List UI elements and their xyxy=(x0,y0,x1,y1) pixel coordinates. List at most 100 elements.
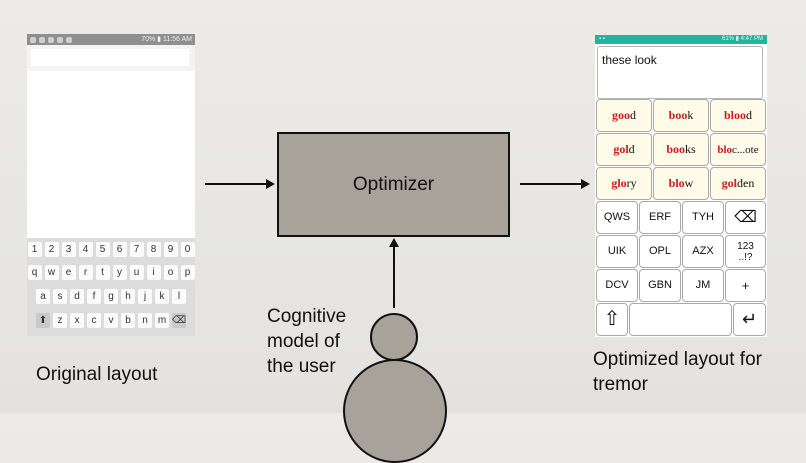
key-opl[interactable]: OPL xyxy=(639,235,681,268)
key[interactable]: i xyxy=(146,265,161,280)
user-head-icon xyxy=(370,313,418,361)
key[interactable]: n xyxy=(138,313,152,328)
key[interactable]: r xyxy=(78,265,93,280)
suggestion-prefix: blo xyxy=(668,176,685,190)
optimizer-box: Optimizer xyxy=(277,132,510,237)
output-arrow xyxy=(520,179,590,189)
key-gbn[interactable]: GBN xyxy=(639,269,681,302)
key[interactable]: k xyxy=(155,289,169,304)
keyboard-row-middle: a s d f g h j k l xyxy=(27,289,195,304)
user-model-line1: Cognitive xyxy=(267,306,347,327)
suggestion-rest: ks xyxy=(685,142,696,156)
key[interactable]: v xyxy=(104,313,118,328)
key[interactable]: 1 xyxy=(27,242,42,257)
plus-key[interactable]: + xyxy=(725,269,766,302)
key[interactable]: 2 xyxy=(44,242,59,257)
suggestion-prefix: boo xyxy=(668,108,688,122)
key[interactable]: 9 xyxy=(163,242,178,257)
notification-icons: ▪ ▪ xyxy=(599,36,605,42)
key[interactable]: 6 xyxy=(112,242,127,257)
user-body-icon xyxy=(343,359,447,463)
key-erf[interactable]: ERF xyxy=(639,201,681,234)
key[interactable]: 5 xyxy=(95,242,110,257)
key-jm[interactable]: JM xyxy=(682,269,724,302)
user-model-line3: the user xyxy=(267,356,336,377)
input-arrow xyxy=(205,179,275,189)
optimized-layout-label: Optimized layout for tremor xyxy=(593,349,762,395)
suggestion-prefix: glo xyxy=(611,176,627,190)
key[interactable]: g xyxy=(104,289,118,304)
key[interactable]: 0 xyxy=(180,242,195,257)
key[interactable]: z xyxy=(53,313,67,328)
key-uik[interactable]: UIK xyxy=(596,235,638,268)
user-model-line2: model of xyxy=(267,331,340,352)
key[interactable]: j xyxy=(138,289,152,304)
shift-icon[interactable]: ⇧ xyxy=(596,303,628,336)
key[interactable]: 4 xyxy=(78,242,93,257)
key[interactable]: q xyxy=(27,265,42,280)
text-input[interactable] xyxy=(31,49,189,66)
suggestion-prefix: bloo xyxy=(723,108,746,122)
key[interactable]: l xyxy=(172,289,186,304)
key[interactable]: e xyxy=(61,265,76,280)
suggestion-prefix: blo xyxy=(717,143,733,156)
key[interactable]: o xyxy=(163,265,178,280)
key[interactable]: m xyxy=(155,313,169,328)
keyboard-row-top: q w e r t y u i o p xyxy=(27,265,195,280)
status-time: 70% ▮ 11:56 AM xyxy=(141,36,192,43)
status-bar: ▪ ▪ 61% ▮ 4:47 PM xyxy=(595,35,767,44)
suggestion-prefix: boo xyxy=(666,142,685,156)
backspace-icon[interactable]: ⌫ xyxy=(725,201,766,234)
key[interactable]: 8 xyxy=(146,242,161,257)
key[interactable]: f xyxy=(87,289,101,304)
key[interactable]: w xyxy=(44,265,59,280)
key[interactable]: h xyxy=(121,289,135,304)
key[interactable]: x xyxy=(70,313,84,328)
status-time: 61% ▮ 4:47 PM xyxy=(722,36,763,42)
key-tyh[interactable]: TYH xyxy=(682,201,724,234)
keyboard-row-bottom: ⬆ z x c v b n m ⌫ xyxy=(27,313,195,328)
suggestion-rest: d xyxy=(746,108,752,122)
key[interactable]: p xyxy=(180,265,195,280)
suggestion-prefix: goo xyxy=(612,108,630,122)
key[interactable]: d xyxy=(70,289,84,304)
key[interactable]: b xyxy=(121,313,135,328)
key[interactable]: s xyxy=(53,289,67,304)
key[interactable]: 3 xyxy=(61,242,76,257)
numbers-symbols-key[interactable]: 123 ..!? xyxy=(725,235,766,268)
key-qws[interactable]: QWS xyxy=(596,201,638,234)
suggestion-rest: w xyxy=(684,176,694,190)
key[interactable]: 7 xyxy=(129,242,144,257)
typed-text-area[interactable]: these look xyxy=(597,46,763,99)
typed-text: these look xyxy=(602,53,657,67)
optimized-layout-caption: Optimized layout for tremor xyxy=(593,347,778,397)
suggestion-prefix: gol xyxy=(721,176,737,190)
status-bar: 70% ▮ 11:56 AM xyxy=(27,34,195,45)
key[interactable]: a xyxy=(36,289,50,304)
key[interactable]: u xyxy=(129,265,144,280)
shift-key-icon[interactable]: ⬆ xyxy=(36,313,50,328)
suggestion-rest: d xyxy=(630,108,636,122)
key[interactable]: t xyxy=(95,265,110,280)
user-model-caption: Cognitive model of the user xyxy=(267,304,346,379)
optimizer-label: Optimizer xyxy=(352,173,435,195)
enter-icon[interactable]: ↵ xyxy=(733,303,766,336)
notification-icons xyxy=(30,36,72,43)
key[interactable]: y xyxy=(112,265,127,280)
suggestion-rest: d xyxy=(628,142,635,156)
space-key[interactable] xyxy=(629,303,732,336)
backspace-key-icon[interactable]: ⌫ xyxy=(172,313,187,328)
key[interactable]: c xyxy=(87,313,101,328)
key-azx[interactable]: AZX xyxy=(682,235,724,268)
key-dcv[interactable]: DCV xyxy=(596,269,638,302)
